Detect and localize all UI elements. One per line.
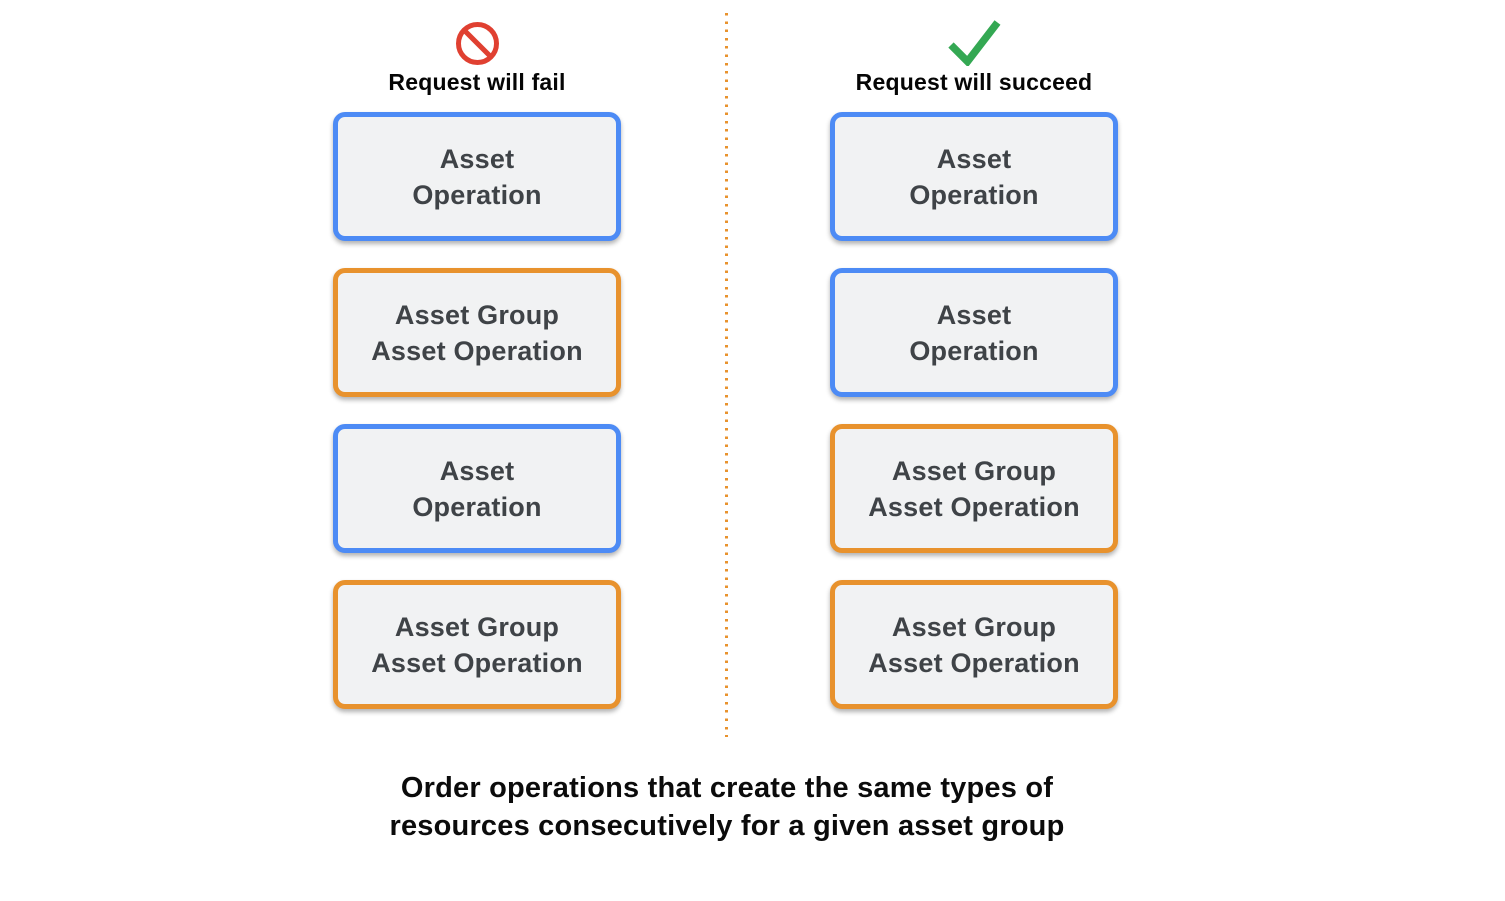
box-label-line2: Asset Operation: [371, 335, 583, 366]
diagram-caption: Order operations that create the same ty…: [0, 769, 1454, 845]
success-icon-wrap: [945, 16, 1003, 66]
box-label-line1: Asset: [936, 299, 1012, 330]
box-asset-group-asset-operation: Asset Group Asset Operation: [333, 580, 621, 709]
dotted-divider: [725, 13, 728, 737]
box-label-line1: Asset Group: [891, 455, 1057, 486]
box-label-line2: Operation: [412, 179, 542, 210]
success-column: Request will succeed Asset Operation Ass…: [830, 16, 1118, 709]
fail-icon-wrap: [455, 16, 500, 66]
box-label-line1: Asset Group: [394, 299, 560, 330]
box-label-line2: Asset Operation: [371, 647, 583, 678]
box-label-line2: Asset Operation: [868, 647, 1080, 678]
box-asset-operation: Asset Operation: [333, 112, 621, 241]
checkmark-icon: [948, 20, 1001, 66]
box-label-line1: Asset: [936, 143, 1012, 174]
box-asset-group-asset-operation: Asset Group Asset Operation: [333, 268, 621, 397]
success-boxes: Asset Operation Asset Operation Asset Gr…: [830, 112, 1118, 709]
fail-boxes: Asset Operation Asset Group Asset Operat…: [333, 112, 621, 709]
box-label-line2: Asset Operation: [868, 491, 1080, 522]
box-label-line2: Operation: [909, 335, 1039, 366]
box-asset-group-asset-operation: Asset Group Asset Operation: [830, 424, 1118, 553]
box-label-line2: Operation: [412, 491, 542, 522]
box-label-line1: Asset: [439, 143, 515, 174]
box-asset-group-asset-operation: Asset Group Asset Operation: [830, 580, 1118, 709]
fail-column-header: Request will fail: [388, 69, 566, 95]
box-asset-operation: Asset Operation: [830, 268, 1118, 397]
caption-line2: resources consecutively for a given asse…: [389, 810, 1065, 842]
box-label-line1: Asset Group: [891, 611, 1057, 642]
prohibition-icon: [455, 22, 499, 65]
box-asset-operation: Asset Operation: [333, 424, 621, 553]
fail-column: Request will fail Asset Operation Asset …: [333, 16, 621, 709]
box-label-line1: Asset: [439, 455, 515, 486]
box-label-line1: Asset Group: [394, 611, 560, 642]
box-asset-operation: Asset Operation: [830, 112, 1118, 241]
box-label-line2: Operation: [909, 179, 1039, 210]
caption-line1: Order operations that create the same ty…: [400, 772, 1054, 804]
success-column-header: Request will succeed: [855, 69, 1093, 95]
